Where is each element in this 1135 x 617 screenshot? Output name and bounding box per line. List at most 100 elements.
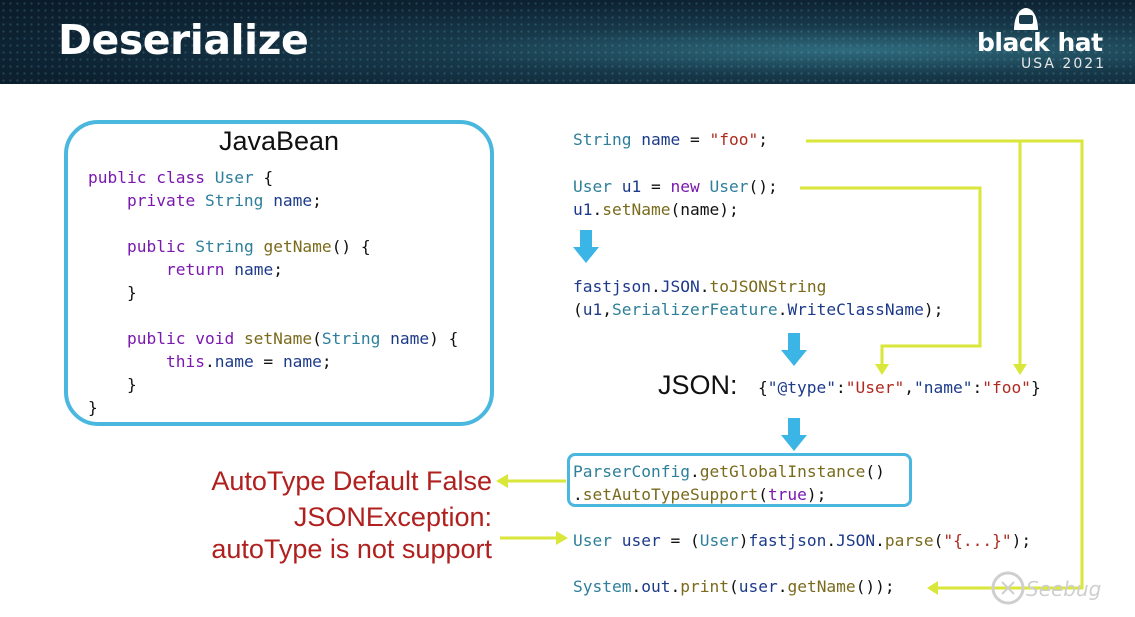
parser-config-box (567, 453, 912, 507)
code-token: } (88, 398, 98, 417)
logo-subtitle: USA 2021 (1021, 56, 1107, 72)
code-tojsonstring: fastjson.JSON.toJSONString (573, 275, 826, 298)
code-token: String (573, 130, 642, 149)
code-token: setName (602, 200, 671, 219)
code-token: () (865, 462, 885, 481)
code-token: . (777, 300, 788, 319)
code-token: . (592, 200, 603, 219)
code-token: name (641, 130, 681, 149)
header-banner: Deserialize black hat USA 2021 (0, 0, 1135, 84)
code-line: u1.setName(name); (573, 198, 739, 221)
code-line: User u1 = new User(); (573, 175, 778, 198)
code-token: ( (312, 329, 322, 348)
exception-note-line2: autoType is not support (211, 534, 492, 564)
code-token: "User" (845, 378, 905, 397)
arrowhead-parse (556, 531, 568, 545)
code-string-name: String name = "foo"; (573, 128, 768, 151)
code-token: name (282, 352, 322, 371)
code-token: . (204, 352, 215, 371)
green-arrowheads (496, 364, 1027, 595)
code-token: () { (331, 237, 371, 256)
code-token: ); (806, 485, 827, 504)
code-token: u1 (621, 177, 642, 196)
javabean-code: public class User { private String name;… (88, 166, 458, 419)
code-token: SerializerFeature (612, 300, 778, 319)
code-token: ( (758, 485, 768, 504)
code-token: ( (933, 531, 944, 550)
code-token: ; (273, 260, 283, 279)
code-line: } (88, 396, 458, 419)
code-token: , (904, 378, 914, 397)
code-token: parse (884, 531, 934, 550)
seebug-icon (991, 571, 1025, 605)
code-token: . (875, 531, 885, 550)
hat-icon (1014, 8, 1038, 30)
code-token: String (321, 329, 391, 348)
code-token: User (709, 177, 749, 196)
code-token: ; (321, 352, 332, 371)
code-token: "foo" (982, 378, 1031, 397)
exception-note-line1: JSONException: (293, 502, 492, 532)
code-token: private (126, 191, 205, 210)
seebug-watermark: Seebug (990, 570, 1110, 610)
code-new-user: User u1 = new User(); (573, 175, 778, 198)
arrowhead-type (875, 364, 889, 375)
code-token: } (88, 375, 137, 394)
json-value: {"@type":"User","name":"foo"} (758, 376, 1041, 399)
code-token: ); (923, 300, 944, 319)
code-line: User user = (User)fastjson.JSON.parse("{… (573, 529, 1031, 552)
code-line: public void setName(String name) { (88, 327, 458, 350)
code-token: u1 (573, 200, 593, 219)
code-token: User (214, 168, 254, 187)
autotype-default-note: AutoType Default False (211, 466, 492, 496)
code-token: , (602, 300, 612, 319)
code-token: print (680, 577, 729, 596)
code-token: WriteClassName (787, 300, 924, 319)
code-token: ; (312, 191, 322, 210)
code-token: ( (728, 577, 739, 596)
page-title: Deserialize (58, 16, 309, 64)
code-token: JSON (836, 531, 876, 550)
header-texture (0, 0, 1135, 84)
code-token: { (253, 168, 274, 187)
code-token: name (234, 260, 274, 279)
code-token: . (631, 577, 642, 596)
down-arrow-1 (573, 230, 599, 263)
code-line: System.out.print(user.getName()); (573, 575, 895, 598)
code-token: getName (263, 237, 332, 256)
code-token: ); (1011, 531, 1032, 550)
code-token: "{...}" (943, 531, 1012, 550)
code-json-parse: User user = (User)fastjson.JSON.parse("{… (573, 529, 1031, 552)
code-token: "foo" (709, 130, 759, 149)
code-token: JSON (660, 277, 700, 296)
code-token: { (758, 378, 768, 397)
code-token: setName (243, 329, 313, 348)
code-token: } (1030, 378, 1041, 397)
code-token: String (195, 237, 264, 256)
code-token: ) { (429, 329, 459, 348)
code-token: . (670, 577, 681, 596)
code-print: System.out.print(user.getName()); (573, 575, 895, 598)
arrowhead-autotype (496, 474, 508, 488)
blue-flow-arrows (573, 230, 807, 451)
code-token: : (972, 378, 983, 397)
code-token: public (126, 237, 196, 256)
code-token: fastjson (573, 277, 651, 296)
code-line: ParserConfig.getGlobalInstance() (573, 460, 885, 483)
code-token: ) (738, 531, 749, 550)
code-token: (name); (670, 200, 739, 219)
code-token: out (641, 577, 671, 596)
code-line: public class User { (88, 166, 458, 189)
code-parser-config: ParserConfig.getGlobalInstance() (573, 460, 885, 483)
code-line: String name = "foo"; (573, 128, 768, 151)
code-token: . (777, 577, 788, 596)
code-token: = (253, 352, 283, 371)
code-token: . (650, 277, 661, 296)
code-token: = (641, 177, 671, 196)
code-token: User (573, 531, 622, 550)
code-token: User (573, 177, 622, 196)
code-line: private String name; (88, 189, 458, 212)
code-token: new (670, 177, 710, 196)
code-token: public void (126, 329, 244, 348)
